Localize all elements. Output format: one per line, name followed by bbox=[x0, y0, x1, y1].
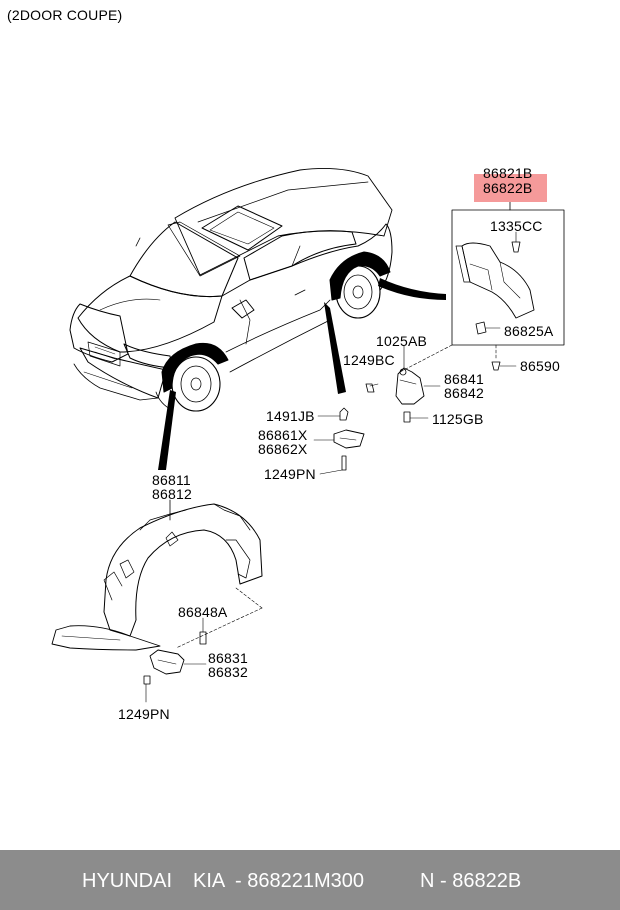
callout-86841[interactable]: 86841 bbox=[444, 371, 484, 387]
callout-1249BC[interactable]: 1249BC bbox=[343, 352, 395, 368]
callout-86848A[interactable]: 86848A bbox=[178, 604, 228, 620]
footer-bar: HYUNDAI KIA - 868221M300 N - 86822B bbox=[0, 850, 620, 910]
callout-1491JB[interactable]: 1491JB bbox=[266, 408, 315, 424]
highlighted-part-box bbox=[474, 174, 547, 202]
callout-86831[interactable]: 86831 bbox=[208, 650, 248, 666]
footer-brand: HYUNDAI bbox=[82, 870, 173, 892]
car-illustration bbox=[69, 167, 446, 470]
front-liner-assembly bbox=[51, 499, 263, 703]
footer-part-number: - 868221M300 bbox=[235, 870, 364, 892]
footer-make: KIA bbox=[193, 870, 226, 892]
rear-liner-assembly bbox=[399, 195, 565, 373]
callout-1335CC[interactable]: 1335CC bbox=[490, 218, 543, 234]
footer-ref: N - 86822B bbox=[420, 870, 522, 892]
callout-1125GB[interactable]: 1125GB bbox=[432, 411, 484, 427]
callout-86821B[interactable]: 86821B bbox=[483, 165, 533, 181]
callout-86822B[interactable]: 86822B bbox=[483, 180, 533, 196]
callout-86861X[interactable]: 86861X bbox=[258, 427, 308, 443]
callout-86842[interactable]: 86842 bbox=[444, 385, 484, 401]
side-bracket-assembly bbox=[313, 407, 365, 475]
diagram-drawing bbox=[51, 167, 565, 703]
variant-label: (2DOOR COUPE) bbox=[7, 7, 123, 23]
callout-86812[interactable]: 86812 bbox=[152, 486, 192, 502]
callout-86825A[interactable]: 86825A bbox=[504, 323, 554, 339]
rear-mudguard-assembly bbox=[365, 345, 441, 423]
callout-1025AB[interactable]: 1025AB bbox=[376, 333, 428, 349]
callout-1249PN-front[interactable]: 1249PN bbox=[118, 706, 170, 722]
callout-1249PN-side[interactable]: 1249PN bbox=[264, 466, 316, 482]
callout-86862X[interactable]: 86862X bbox=[258, 441, 308, 457]
callout-86832[interactable]: 86832 bbox=[208, 664, 248, 680]
callout-86590[interactable]: 86590 bbox=[520, 358, 560, 374]
callout-86811[interactable]: 86811 bbox=[152, 472, 191, 488]
